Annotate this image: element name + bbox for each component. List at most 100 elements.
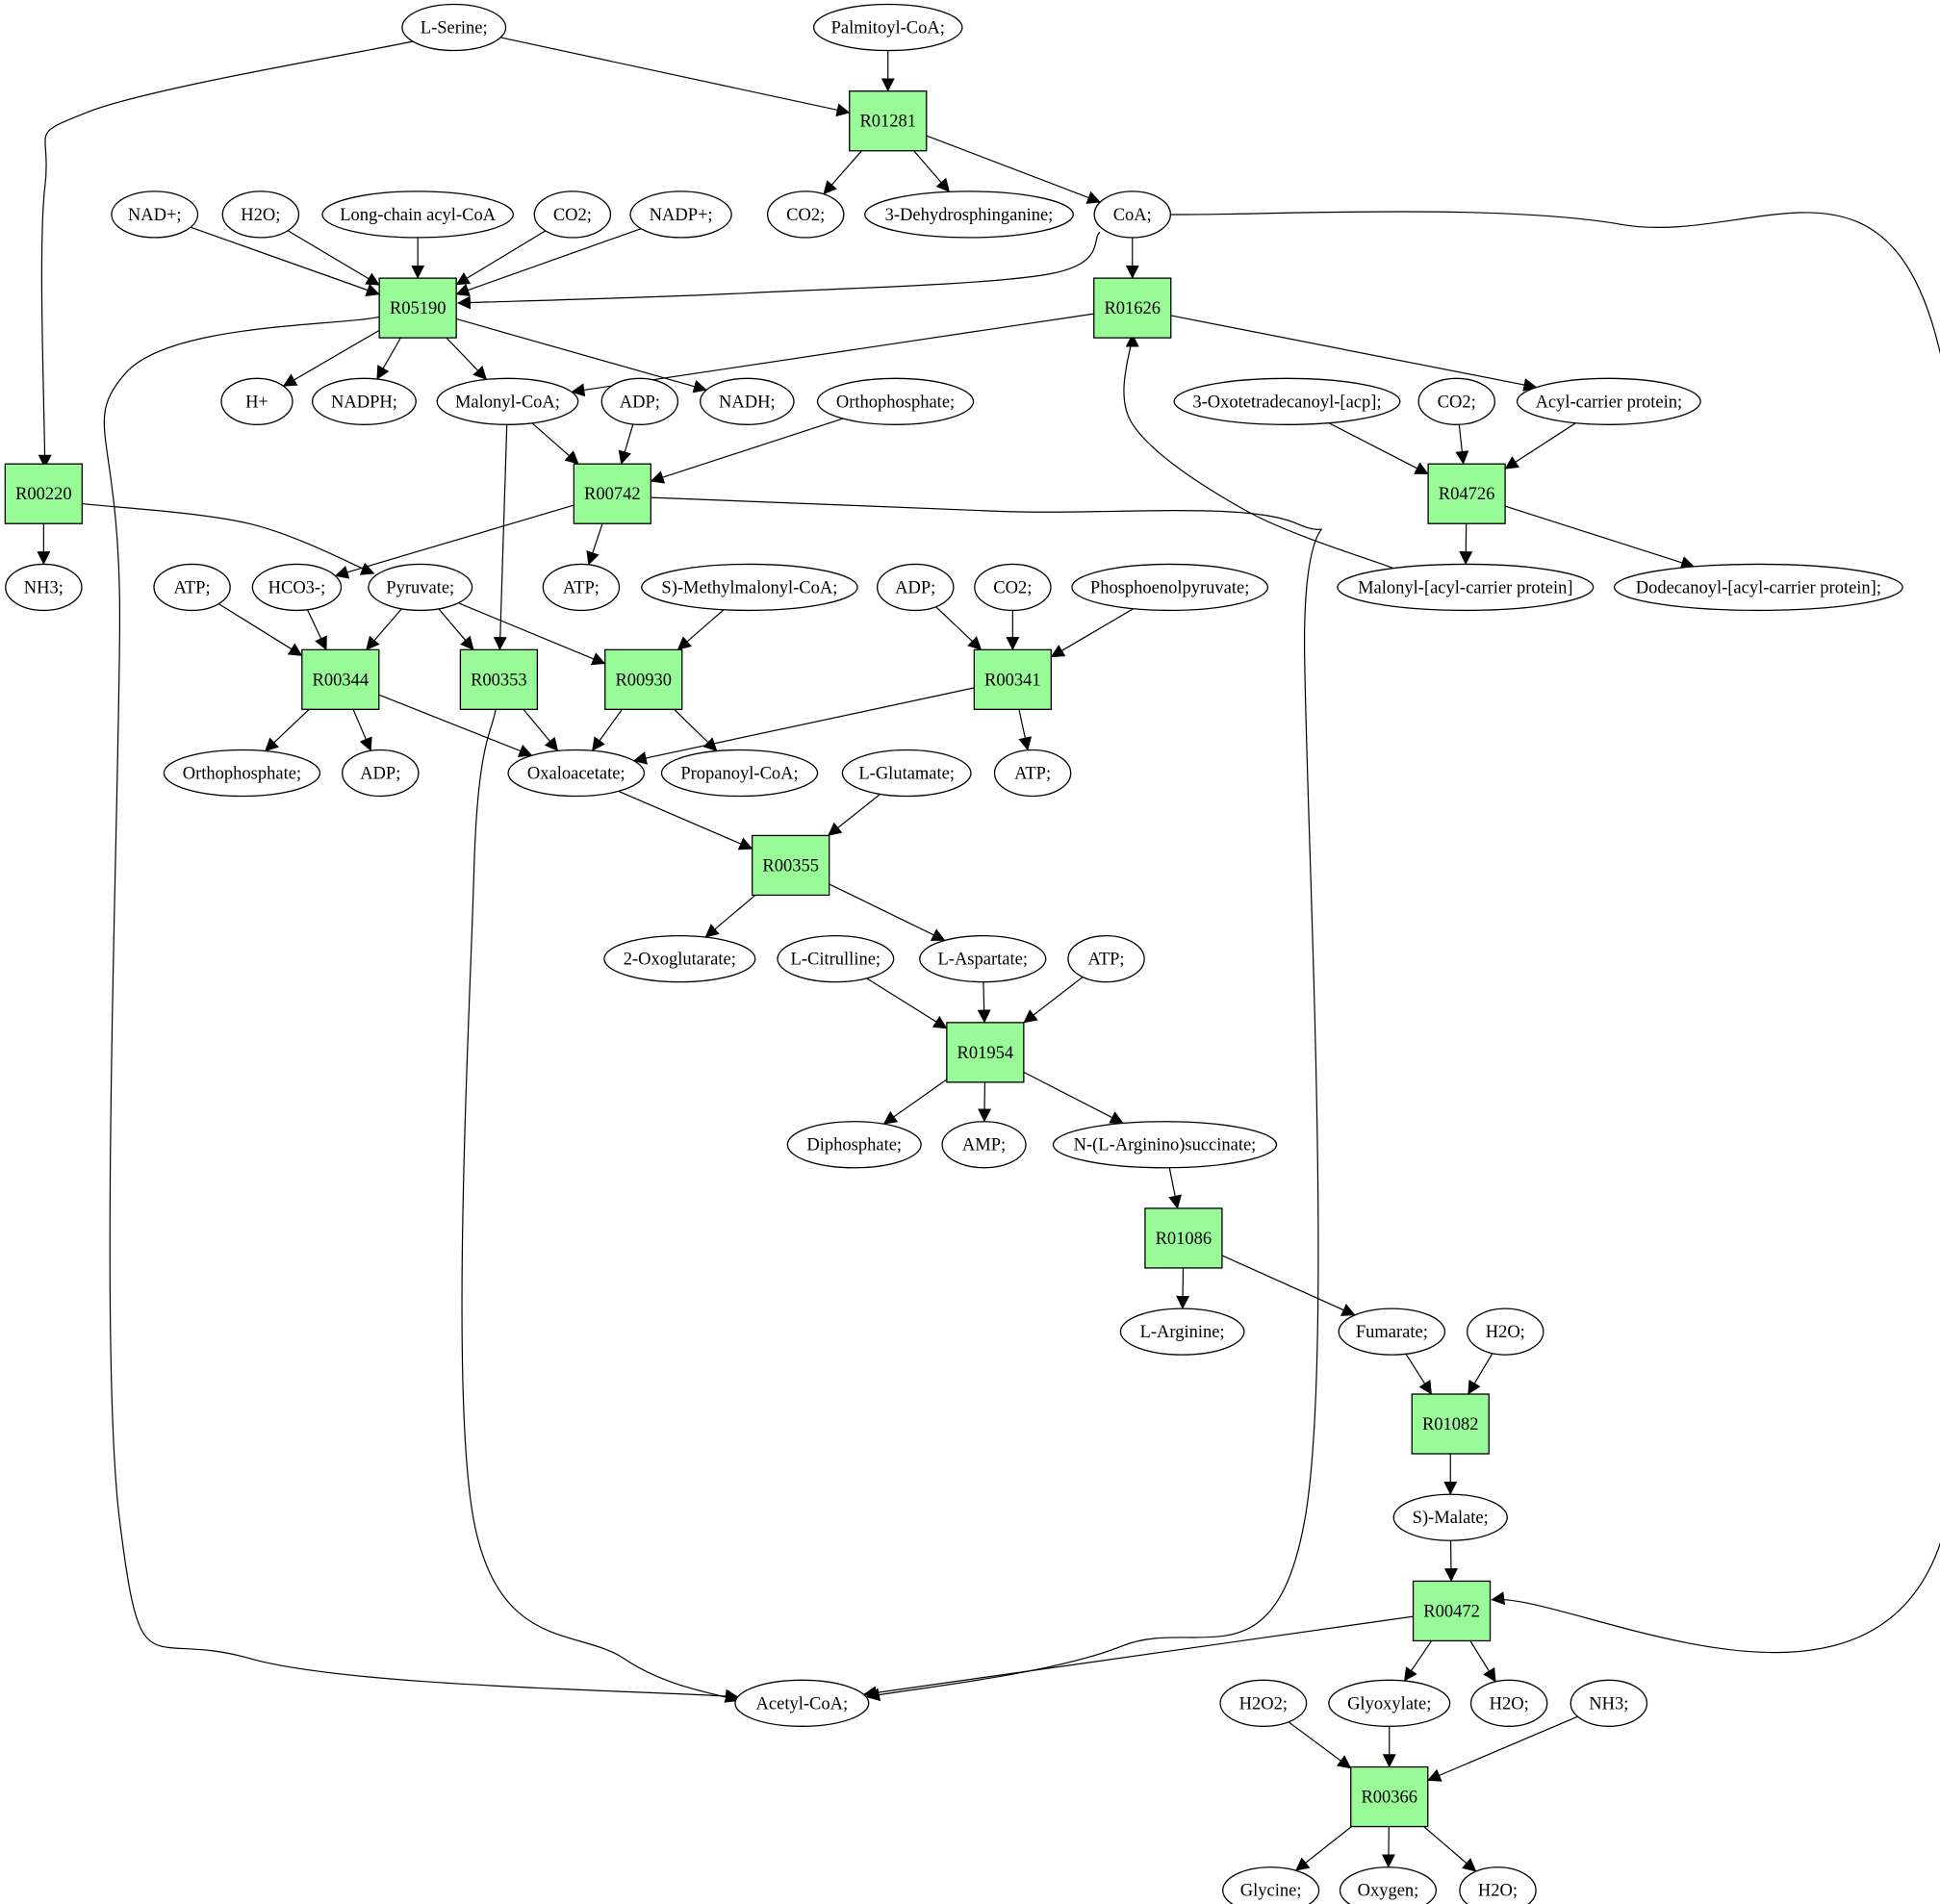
compound-ellipse [342,749,420,798]
node-label: R00220 [15,485,72,504]
compound-ellipse [877,563,955,612]
edges-layer [37,37,1940,1872]
edge-R01626-to-malonylcoa [571,313,1094,397]
edge-R00344-to-adp_c [352,709,372,751]
compound-ellipse [1219,1679,1308,1727]
reaction-node-R01626: R01626 [1093,277,1172,339]
edge-R01954-to-amp [978,1081,992,1123]
edge-R00353-to-oxaloacetate [523,708,559,751]
node-label: CO2; [553,206,592,225]
compound-node-pyruvate: Pyruvate; [368,563,473,612]
reaction-node-R01082: R01082 [1411,1393,1490,1455]
node-label: R00344 [313,671,370,690]
node-label: HCO3-; [268,578,326,597]
compound-ellipse [786,1121,922,1169]
edge-R01281-to-dehydrosph [913,150,951,192]
node-label: Malonyl-CoA; [455,393,560,412]
node-label: NADP+; [650,206,713,225]
reaction-node-R01281: R01281 [849,90,928,152]
node-label: R01954 [957,1044,1014,1063]
edge-nh3_b-to-R00366 [1427,1715,1578,1782]
node-label: S)-Malate; [1413,1509,1489,1528]
compound-ellipse [1467,1307,1544,1356]
node-label: R05190 [390,299,447,318]
node-label: NADPH; [331,393,397,412]
node-label: Dodecanoyl-[acyl-carrier protein]; [1636,578,1881,597]
reaction-node-R00353: R00353 [459,648,539,710]
compound-node-oxoglutarate: 2-Oxoglutarate; [603,934,756,983]
node-label: NADH; [719,393,776,412]
compound-node-orthophos_a: Orthophosphate; [816,377,975,425]
edge-R00220-to-pyruvate [82,502,375,575]
node-label: R01086 [1156,1230,1212,1249]
compound-ellipse [699,377,795,425]
compound-node-glyoxylate: Glyoxylate; [1328,1679,1451,1727]
compound-ellipse [153,563,231,612]
edge-h2o2-to-R00366 [1288,1721,1352,1769]
compound-node-h2o_b: H2O; [1467,1307,1544,1356]
node-label: H2O; [1486,1323,1525,1342]
compound-node-co2_c: CO2; [1417,377,1495,425]
reaction-box [378,277,457,339]
compound-ellipse [368,563,473,612]
edge-pyruvate-to-R00344 [366,608,402,650]
edge-R00353-to-acetylcoa [461,705,739,1703]
node-label: Palmitoyl-CoA; [831,19,945,38]
node-label: Diphosphate; [806,1136,902,1155]
compound-ellipse [436,377,579,425]
edge-R05190-to-nadph [376,337,401,380]
reaction-box [1144,1207,1223,1269]
reaction-box [1427,463,1506,524]
compound-node-malate: S)-Malate; [1392,1493,1508,1541]
compound-ellipse [321,190,515,239]
edge-h2o_b-to-R01082 [1468,1353,1493,1395]
node-label: ATP; [1014,765,1051,784]
node-label: R00355 [762,856,819,876]
edge-R00344-to-oxaloacetate [378,694,533,757]
node-label: R01082 [1422,1415,1479,1434]
node-label: ADP; [895,578,935,597]
node-label: H2O2; [1239,1694,1288,1714]
edge-glutamate-to-R00355 [828,793,881,836]
compound-node-nad: NAD+; [111,190,199,239]
edge-adp_b-to-R00341 [935,606,983,650]
edge-R00366-to-oxygen [1381,1826,1395,1868]
node-label: L-Citrulline; [791,951,881,970]
edge-pyruvate-to-R00930 [457,602,606,666]
compound-node-co2_b: CO2; [533,190,612,239]
compound-ellipse [941,1121,1027,1169]
compound-ellipse [777,934,895,983]
compound-node-nadh: NADH; [699,377,795,425]
compound-ellipse [542,563,621,612]
reaction-box [573,463,651,524]
compound-ellipse [1459,1866,1537,1904]
edge-R00344-to-orthophos_b [265,708,310,752]
node-label: L-Serine; [421,19,488,38]
compound-node-oxygen: Oxygen; [1339,1866,1438,1904]
edge-R00742-to-hco3 [334,504,574,579]
compound-node-pep: Phosphoenolpyruvate; [1071,563,1269,612]
compound-node-amp: AMP; [941,1121,1027,1169]
compound-node-glutamate: L-Glutamate; [841,749,972,798]
node-label: 3-Dehydrosphinganine; [885,206,1054,225]
compound-ellipse [1516,377,1701,425]
compound-ellipse [5,563,83,612]
node-label: R04726 [1439,485,1495,504]
reaction-box [946,1022,1025,1083]
node-label: ATP; [174,578,211,597]
edge-pyruvate-to-R00353 [438,608,474,650]
compound-node-atp_a: ATP; [153,563,231,612]
edge-R00355-to-oxoglutarate [704,894,756,938]
compound-ellipse [993,749,1072,798]
reaction-node-R00472: R00472 [1412,1580,1492,1642]
compound-node-malonylcoa: Malonyl-CoA; [436,377,579,425]
compound-node-argsucc: N-(L-Arginino)succinate; [1052,1121,1278,1169]
compound-ellipse [734,1679,870,1727]
compound-ellipse [1337,563,1595,612]
reaction-box [4,463,84,524]
reaction-box [752,834,830,897]
compound-node-lcacylcoa: Long-chain acyl-CoA [321,190,515,239]
compound-node-acetylcoa: Acetyl-CoA; [734,1679,870,1727]
compound-ellipse [111,190,199,239]
compound-ellipse [533,190,612,239]
